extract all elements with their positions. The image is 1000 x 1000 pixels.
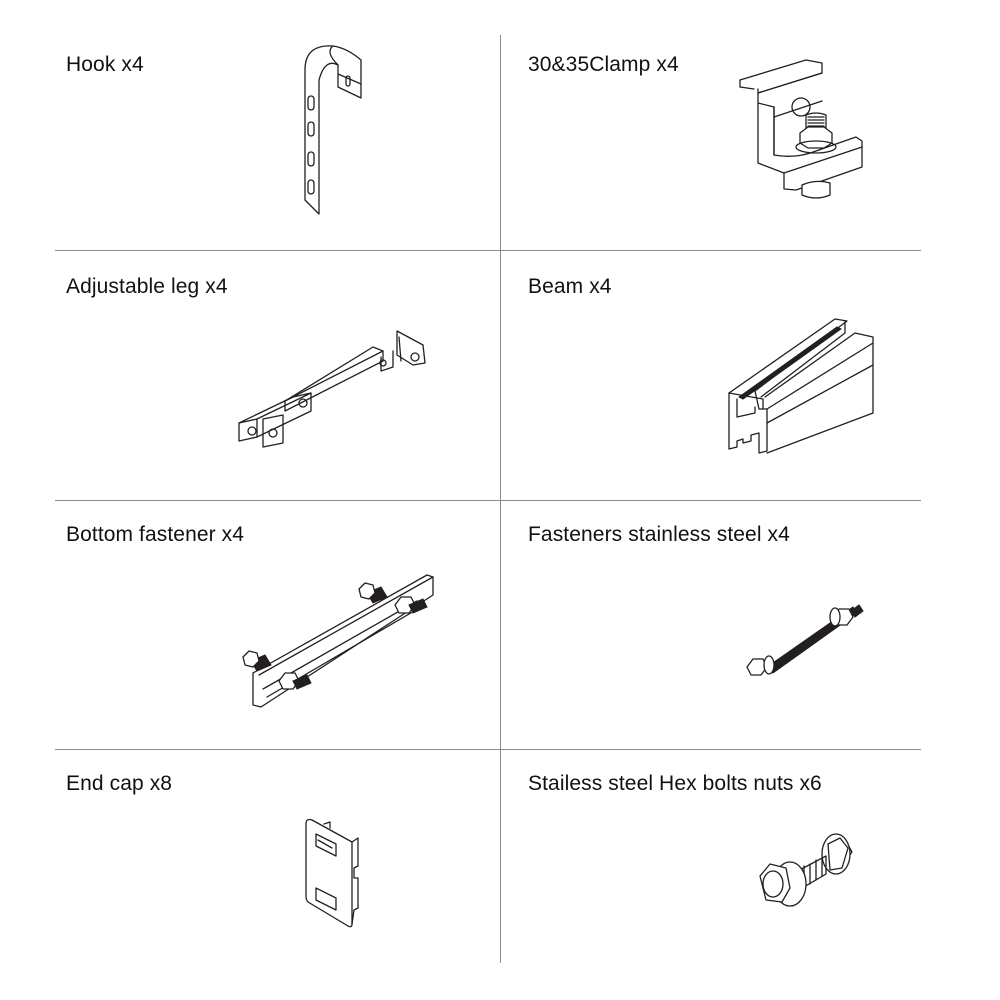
part-cell-fasteners-stainless-steel: Fasteners stainless steel x4 [501,501,946,750]
part-cell-end-cap: End cap x8 [55,750,500,999]
grid-divider-row-2 [55,500,921,501]
adjustable-leg-icon [233,323,443,453]
part-label: 30&35Clamp x4 [528,53,679,76]
hook-icon [295,40,375,220]
part-cell-adjustable-leg: Adjustable leg x4 [55,251,500,500]
hex-bolt-nut-icon [756,830,856,915]
part-label: End cap x8 [66,772,173,795]
part-label: Beam x4 [528,275,612,298]
part-label: Adjustable leg x4 [66,275,228,298]
grid-divider-row-1 [55,250,921,251]
part-cell-hex-bolts-nuts: Stailess steel Hex bolts nuts x6 [501,750,946,999]
clamp-icon [736,55,876,205]
part-label: Bottom fastener x4 [66,523,245,546]
part-cell-bottom-fastener: Bottom fastener x4 [55,501,500,750]
threaded-rod-fastener-icon [745,595,870,690]
grid-divider-vertical [500,35,501,963]
part-cell-hook: Hook x4 [55,0,500,249]
part-cell-beam: Beam x4 [501,251,946,500]
part-cell-clamp: 30&35Clamp x4 [501,0,946,249]
part-label: Hook x4 [66,53,144,76]
beam-icon [725,313,885,463]
bottom-fastener-icon [241,569,441,714]
part-label: Stailess steel Hex bolts nuts x6 [528,772,822,795]
end-cap-icon [302,816,372,936]
part-label: Fasteners stainless steel x4 [528,523,790,546]
grid-divider-row-3 [55,749,921,750]
